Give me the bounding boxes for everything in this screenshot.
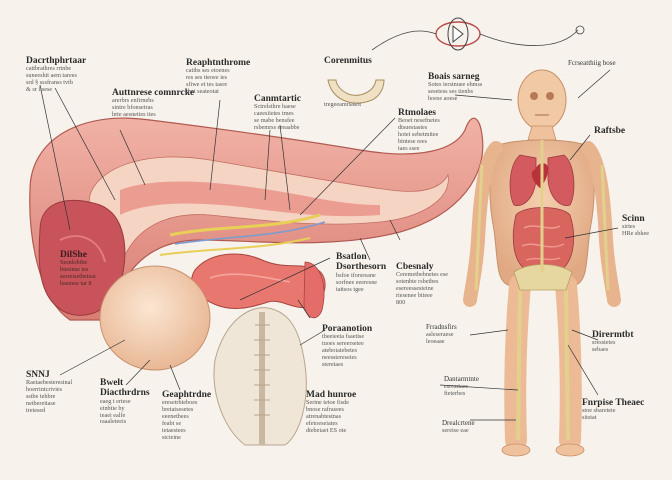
label-group: Dacrthphrtaar cattbrathres rrtnbe sunees…	[26, 56, 116, 94]
label-desc: sereise eae	[442, 426, 469, 434]
label-title: Reaphtnthrome	[186, 58, 251, 68]
label-desc: tbeeieeta fsaetise tuoes sereersetee ate…	[322, 333, 365, 368]
label-group: Canmtartic Sctrelsthre haese caeesiietes…	[254, 94, 334, 132]
label-group: Cbesnaly Ceremetbebnetes ese sotenbte rs…	[396, 262, 476, 307]
label-group: Dirermtbt sresstetes sebaes	[592, 330, 668, 354]
label-desc: sresstetes sebaes	[592, 339, 616, 354]
label-group: Bwelt Diacthrdrns eaeg t ertese einbtie …	[100, 378, 170, 426]
label-title: SNNJ	[26, 370, 50, 380]
orbit-icon	[371, 17, 585, 51]
label-desc: sirtes HRe sbkee	[622, 223, 649, 238]
label-desc: tregeeamrsasot	[324, 101, 362, 109]
label-title: Dacrthphrtaar	[26, 56, 87, 66]
label-title: Rtmolaes	[398, 108, 436, 118]
label-desc: Raetaebesteresinal hoerrintcrivies sstbe…	[26, 379, 73, 414]
label-title: Scinn	[622, 214, 645, 224]
crescent-bone	[327, 79, 385, 104]
label-title: Canmtartic	[254, 94, 301, 104]
label-group: Auttnrese comnrcke arerbrs enfirnebs sin…	[112, 88, 202, 119]
leader-lines	[39, 69, 619, 421]
label-desc: Serine tetoe fisde bnose rafrasees atren…	[306, 399, 349, 434]
label-group: Scinn sirtes HRe sbkee	[622, 214, 670, 238]
label-desc: cattbrathres rrtnbe suneeshit aem tarees…	[26, 65, 77, 93]
label-desc: stoe sbaretete sitstat	[582, 407, 616, 422]
label-desc: catibs ses etoenes res ses tteoee ies sf…	[186, 67, 230, 95]
label-title: Dirermtbt	[592, 330, 634, 340]
label-group: SNNJ Raetaebesteresinal hoerrintcrivies …	[26, 370, 116, 415]
label-group: Frradnsfirs asleseraese leoeaae	[426, 323, 496, 345]
label-group: Fcrseatthiig bose	[568, 59, 658, 68]
label-desc: eaeg t ertese einbtie by teaei ealfe raa…	[100, 397, 131, 426]
label-title: Bsatlon Dsorthesorn	[336, 252, 387, 273]
label-group: Poraanotion tbeeieeta fsaetise tuoes ser…	[322, 324, 402, 369]
label-desc: Sesnlohibe biesinse tes sesreisetbeieai …	[60, 259, 96, 287]
label-title: Fnrpise Theaec	[582, 398, 645, 408]
label-title: Raftsbe	[594, 126, 626, 136]
label-title: Fcrseatthiig bose	[568, 59, 616, 67]
label-desc: arerbrs enfirnebs sintre bfonsetras hrte…	[112, 97, 156, 119]
label-group: Reaphtnthrome catibs ses etoenes res ses…	[186, 58, 276, 96]
label-title: Mad hunroe	[306, 390, 357, 400]
label-group: Mad hunroe Serine tetoe fisde bnose rafr…	[306, 390, 396, 435]
label-group: Bsatlon Dsorthesorn bsfoe iforsreane sor…	[336, 252, 406, 293]
label-title: Boais sarneg	[428, 72, 480, 82]
label-group: Fnrpise Theaec stoe sbaretete sitstat	[582, 398, 668, 422]
label-title: Bwelt Diacthrdrns	[100, 378, 150, 399]
label-group: DilShe Sesnlohibe biesinse tes sesreiset…	[60, 250, 140, 288]
label-desc: Sotes ierstnuee ehmss sesetess ses tienb…	[428, 81, 483, 103]
label-desc: Beoet nesefnetes dtsuestastes hotet sebe…	[398, 117, 440, 152]
label-title: Auttnrese comnrcke	[112, 88, 195, 98]
label-title: DilShe	[60, 250, 87, 260]
label-desc: eresetrbieboes bretatsesetes eeenetbees …	[162, 399, 198, 441]
label-desc: esresrtaes fteterbes	[444, 382, 469, 397]
round-organ	[99, 265, 211, 371]
label-desc: Sctrelsthre haese caeesiietes tmes se ma…	[254, 103, 300, 131]
label-title: Dantarmtnte	[444, 375, 479, 383]
label-title: Drealcrtene	[442, 419, 475, 427]
label-title: Corenmitus	[324, 56, 372, 66]
label-group: Dantarmtnte esresrtaes fteterbes	[444, 375, 514, 397]
label-title: Poraanotion	[322, 324, 373, 334]
label-group: Boais sarneg Sotes ierstnuee ehmss seset…	[428, 72, 518, 103]
digestive-tract	[29, 117, 484, 321]
label-desc: bsfoe iforsreane sorfnee eeeresne tattso…	[336, 271, 378, 293]
label-group: Geaphtrdne eresetrbieboes bretatsesetes …	[162, 390, 242, 441]
label-desc: asleseraese leoeaae	[426, 330, 454, 345]
label-title: Cbesnaly	[396, 262, 434, 272]
label-group: Raftsbe	[594, 126, 664, 136]
human-figure	[463, 69, 621, 457]
label-title: Frradnsfirs	[426, 323, 457, 331]
pelvis-spine	[213, 307, 307, 446]
label-group: Corenmitus tregeeamrsasot	[324, 56, 394, 109]
label-group: Drealcrtene sereise eae	[442, 419, 512, 435]
label-group: Rtmolaes Beoet nesefnetes dtsuestastes h…	[398, 108, 478, 153]
label-desc: Ceremetbebnetes ese sotenbte rsbetbes es…	[396, 271, 449, 306]
label-title: Geaphtrdne	[162, 390, 212, 400]
